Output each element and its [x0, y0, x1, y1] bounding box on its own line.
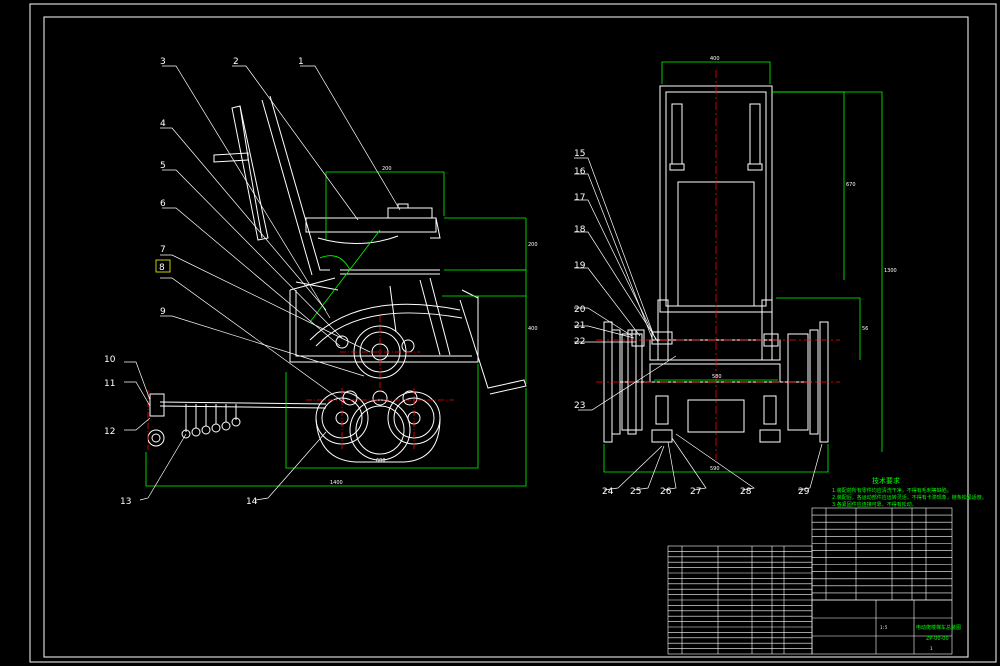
callout-29: 29 — [798, 487, 810, 497]
callout-18: 18 — [574, 225, 586, 235]
callout-15: 15 — [574, 149, 585, 159]
parts-list — [667, 507, 953, 655]
dim-total-height: 1300 — [884, 268, 897, 274]
callout-2: 2 — [233, 57, 239, 67]
tech-requirements-title: 技术要求 — [872, 476, 900, 485]
callout-9: 9 — [160, 307, 166, 317]
dim-back-height: 670 — [846, 182, 856, 188]
callout-24: 24 — [602, 487, 614, 497]
drawing-scale: 1:5 — [880, 625, 888, 630]
dim-seat-height: 200 — [528, 242, 538, 248]
callout-26: 26 — [660, 487, 672, 497]
drawing-number: ZP-00-00 — [926, 636, 949, 642]
tech-requirement-1: 1.装配前所有零件均应清洗干净，不得有毛刺等缺陷。 — [832, 487, 952, 494]
callout-21: 21 — [574, 321, 585, 331]
dim-overall-length: 1400 — [330, 480, 343, 486]
callout-5: 5 — [160, 161, 166, 171]
callout-11: 11 — [104, 379, 115, 389]
dim-wheel-base: 600 — [376, 458, 386, 464]
callout-16: 16 — [574, 167, 586, 177]
callout-19: 19 — [574, 261, 586, 271]
side-view-leaders — [124, 65, 401, 501]
callout-4: 4 — [160, 119, 166, 129]
side-view — [147, 95, 527, 463]
tech-requirement-2: 2.装配后，各运动部件应运转灵活，不得有卡滞现象，链条松紧适度。 — [832, 494, 987, 501]
callout-20: 20 — [574, 305, 586, 315]
dim-frame-height: 400 — [528, 326, 538, 332]
front-view-callouts: 15 16 17 18 19 20 21 22 23 24 25 26 27 2… — [574, 149, 810, 497]
callout-13: 13 — [120, 497, 131, 507]
front-view-dimensions — [603, 61, 883, 473]
callout-box-8 — [155, 259, 171, 273]
dim-top-width: 200 — [382, 166, 392, 172]
callout-27: 27 — [690, 487, 701, 497]
side-view-callouts: 1 2 3 4 5 6 7 8 9 10 11 12 13 14 — [104, 57, 304, 507]
callout-8: 8 — [159, 263, 165, 273]
callout-1: 1 — [298, 57, 304, 67]
front-view-leaders — [574, 157, 823, 491]
callout-6: 6 — [160, 199, 166, 209]
callout-12: 12 — [104, 427, 115, 437]
callout-25: 25 — [630, 487, 641, 497]
callout-3: 3 — [160, 57, 166, 67]
dim-axle-span: 580 — [712, 374, 722, 380]
tech-requirements: 技术要求 1.装配前所有零件均应清洗干净，不得有毛刺等缺陷。 2.装配后，各运动… — [832, 476, 987, 508]
callout-28: 28 — [740, 487, 752, 497]
dim-overall-width: 590 — [710, 466, 720, 472]
dim-lower-height: 56 — [862, 326, 868, 332]
drawing-title: 电动爬楼梯车总装图 — [916, 624, 961, 631]
side-view-dimensions — [145, 171, 527, 487]
tech-requirement-3: 3.各紧固件应连接可靠，不得有松动。 — [832, 501, 917, 508]
front-view-centerline — [596, 70, 840, 460]
callout-17: 17 — [574, 193, 585, 203]
callout-7: 7 — [160, 245, 166, 255]
callout-23: 23 — [574, 401, 585, 411]
callout-14: 14 — [246, 497, 258, 507]
inner-border — [43, 16, 969, 658]
callout-10: 10 — [104, 355, 116, 365]
dim-frame-width: 400 — [710, 56, 720, 62]
outer-border — [29, 3, 997, 663]
callout-22: 22 — [574, 337, 585, 347]
side-view-centerlines — [147, 316, 454, 450]
title-block: 电动爬楼梯车总装图 ZP-00-00 1:5 1 — [880, 624, 961, 651]
drawing-sheet: 1 — [930, 646, 933, 651]
